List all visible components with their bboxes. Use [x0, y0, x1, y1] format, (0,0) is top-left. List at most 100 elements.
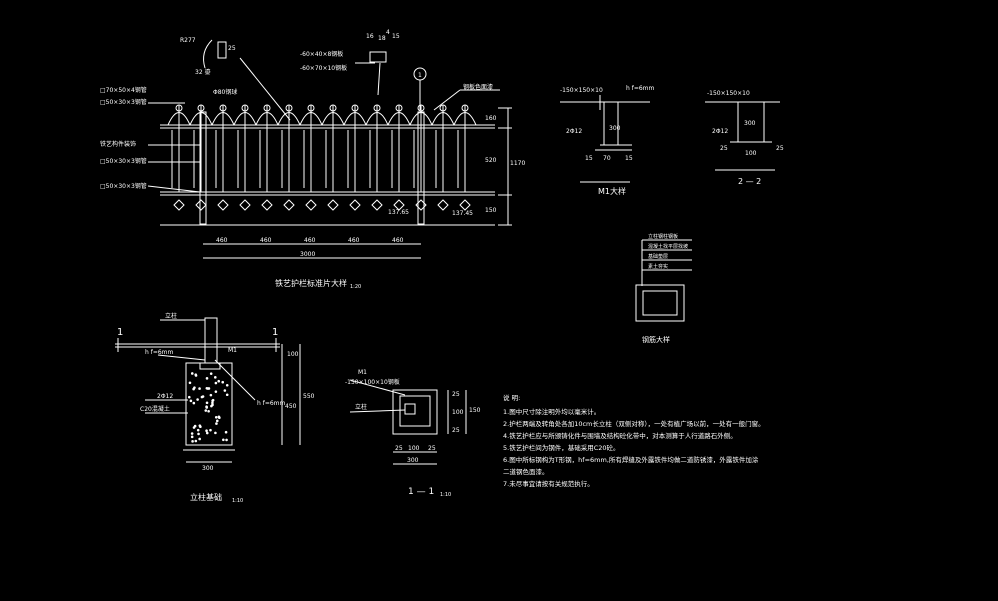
concrete-dot: [225, 438, 228, 442]
dim-bottom-3: 460: [304, 237, 316, 244]
concrete-dot: [207, 409, 210, 413]
note-5: 5.铁艺护栏间为钢件，基础采用C20砼。: [503, 443, 620, 452]
concrete-dot: [190, 432, 194, 435]
m1-detail: [560, 95, 650, 183]
dim-bottom-2: 460: [260, 237, 272, 244]
note-6: 6.图中所标钢构为T形钢，hf=6mm,所有焊缝及外露铁件均做二道防锈漆，外露铁…: [503, 455, 759, 464]
legend-caption: 钢筋大样: [642, 335, 670, 344]
s22-rebar: 2Φ12: [712, 128, 728, 135]
s11-dim-r-1: 25: [452, 391, 460, 398]
concrete-dot: [188, 381, 192, 385]
fnd-post-label: 立柱: [165, 312, 177, 320]
picket-ornament: [327, 199, 339, 211]
concrete-dot: [221, 380, 225, 384]
fnd-dim-450: 450: [285, 403, 297, 410]
label-plate-2: -60×70×10钢板: [300, 64, 347, 72]
concrete-dot: [214, 381, 218, 385]
label-paint: 钢板色面漆: [463, 83, 493, 91]
concrete-dot: [214, 390, 218, 393]
note-2: 2.护栏两端及转角处各加10cm长立柱（双侧对称），一处有植广场以前，一处有一般…: [503, 419, 765, 428]
fence-pickets: [167, 104, 477, 211]
picket-finial: [307, 104, 315, 112]
concrete-dot: [209, 372, 213, 375]
fence-post-left: [199, 111, 207, 225]
level-137-45: 137.45: [452, 210, 473, 217]
concrete-dot: [205, 431, 209, 435]
picket-ornament: [173, 199, 185, 211]
s22-100: 100: [745, 150, 757, 157]
m1-plate-label: -150×150×10: [560, 87, 603, 94]
label-steel-ball: Φ80钢球: [213, 88, 237, 96]
picket-ornament: [415, 199, 427, 211]
concrete-hatch: [187, 372, 229, 443]
picket-ornament: [459, 199, 471, 211]
top-plate: [369, 51, 387, 63]
picket-finial: [439, 104, 447, 112]
s22-25a: 25: [720, 145, 728, 152]
concrete-dot: [206, 387, 210, 390]
concrete-dot: [205, 377, 209, 380]
concrete-dot: [198, 424, 202, 427]
concrete-dot: [209, 428, 212, 432]
fnd-weld2: h f=6mm: [257, 400, 286, 407]
legend-line-3: 基础垫层: [648, 253, 668, 260]
post-foundation: [115, 317, 301, 463]
picket-finial: [461, 104, 469, 112]
note-7: 7.未尽事宜请按有关规范执行。: [503, 479, 594, 488]
concrete-dot: [187, 395, 191, 399]
picket-finial: [373, 104, 381, 112]
m1-300: 300: [609, 125, 621, 132]
fnd-dim-300: 300: [202, 465, 214, 472]
concrete-dot: [190, 435, 194, 439]
fnd-rebar: 2Φ12: [157, 393, 173, 400]
s11-plate: -150×100×10钢板: [345, 378, 400, 386]
notes-title: 说 明:: [503, 393, 520, 402]
picket-ornament: [437, 199, 449, 211]
concrete-dot: [194, 373, 198, 376]
concrete-dot: [213, 376, 217, 379]
concrete-dot: [197, 432, 200, 436]
s22-300: 300: [744, 120, 756, 127]
picket-ornament: [283, 199, 295, 211]
fnd-m1: M1: [228, 347, 237, 354]
s11-dim-b-1: 25: [395, 445, 403, 452]
picket-ornament: [371, 199, 383, 211]
picket-ornament: [305, 199, 317, 211]
fnd-concrete: C20混凝土: [140, 405, 170, 413]
s11-m1: M1: [358, 369, 367, 376]
picket-ornament: [261, 199, 273, 211]
rebar-legend: [635, 239, 692, 322]
fnd-section-right: 1: [272, 327, 278, 338]
s22-25b: 25: [776, 145, 784, 152]
concrete-dot: [205, 429, 208, 432]
label-15: 15: [392, 33, 400, 40]
picket-finial: [263, 104, 271, 112]
label-left-2: □50×30×3钢管: [100, 98, 147, 106]
concrete-dot: [205, 401, 209, 405]
legend-line-1: 立柱钢柱钢板: [648, 233, 678, 240]
fence-elevation: [147, 39, 512, 259]
concrete-dot: [198, 387, 201, 390]
fnd-dim-100: 100: [287, 351, 299, 358]
concrete-dot: [217, 415, 221, 419]
picket-ornament: [217, 199, 229, 211]
fnd-title: 立柱基础: [190, 492, 222, 502]
picket-finial: [197, 104, 205, 112]
s11-title: 1 — 1: [408, 487, 434, 497]
elevation-scale: 1:20: [350, 284, 361, 290]
label-4: 4: [386, 29, 390, 36]
concrete-dot: [204, 409, 208, 412]
s11-dim-r-4: 25: [452, 427, 460, 434]
dim-bottom-total: 3000: [300, 251, 315, 258]
level-137-65: 137.65: [388, 209, 409, 216]
concrete-dot: [200, 395, 204, 399]
concrete-dot: [192, 426, 196, 429]
s11-dim-r-3: 150: [469, 407, 481, 414]
concrete-dot: [223, 389, 227, 392]
concrete-dot: [225, 393, 229, 397]
dim-right-1: 160: [485, 115, 497, 122]
concrete-dot: [222, 438, 225, 442]
picket-ornament: [393, 199, 405, 211]
m1-70: 70: [603, 155, 611, 162]
